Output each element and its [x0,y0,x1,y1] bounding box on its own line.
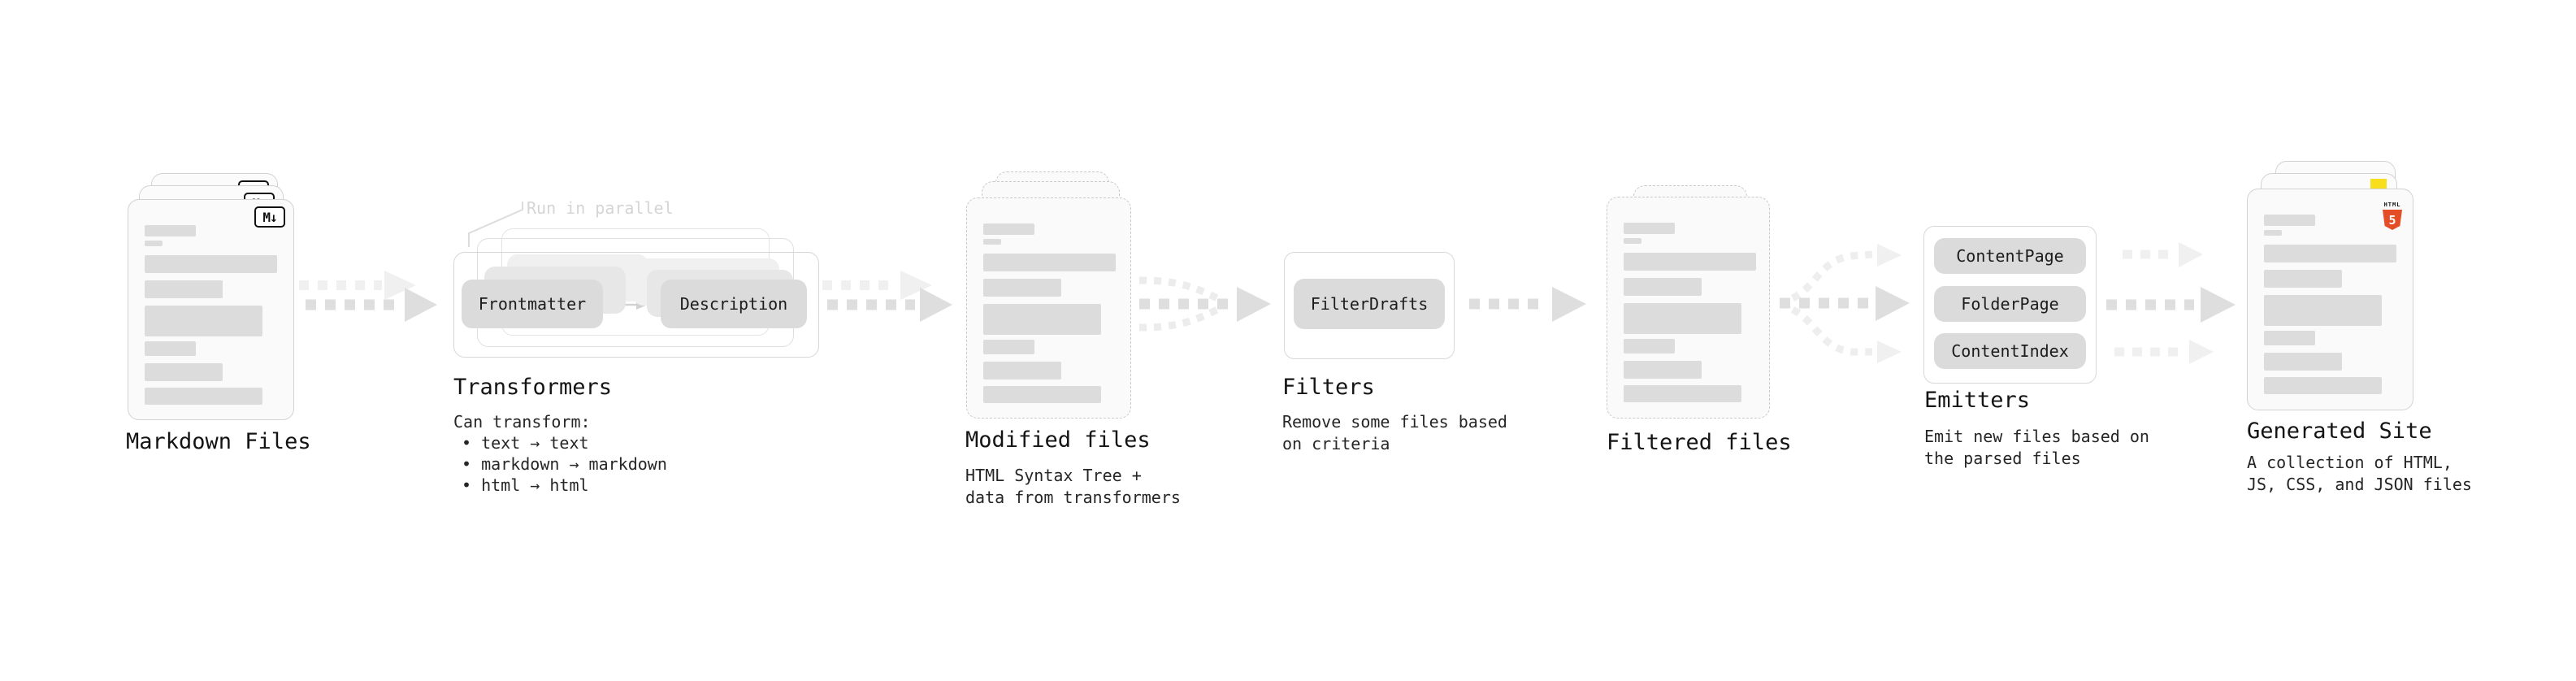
modified-file-front [966,197,1131,419]
doc-content-bars [128,200,293,405]
javascript-icon [2370,179,2387,190]
transformers-caption-intro: Can transform: [453,412,591,432]
arrow-markdown-to-transformers [299,271,437,322]
filters-caption: Remove some files based on criteria [1282,412,1507,453]
emitter-folder-page-box: FolderPage [1934,286,2086,322]
transformer-frontmatter-box: Frontmatter [462,280,603,328]
transformers-bullet: • text → text [462,433,589,453]
transformer-description-box: Description [661,280,807,328]
emitters-label: Emitters [1924,388,2031,413]
modified-files-label: Modified files [965,427,1151,453]
doc-content-bars [2248,189,2413,394]
filters-label: Filters [1282,375,1375,400]
transformers-bullet: • markdown → markdown [462,454,667,474]
run-in-parallel-leader-line [468,202,523,247]
transformers-bullet: • html → html [462,475,589,495]
arrow-emitters-to-generated [2106,242,2236,364]
filtered-files-label: Filtered files [1607,430,1792,455]
transformers-caption: Can transform: • text → text • markdown … [453,411,667,496]
markdown-icon: M↓ [254,206,285,228]
arrow-filters-to-filtered [1469,287,1586,322]
arrow-filtered-to-emitters-diverging [1780,244,1910,363]
filtered-file-front [1607,197,1770,419]
generated-file-html: HTML 5 [2247,189,2413,410]
markdown-file-front: M↓ [128,199,294,420]
generated-site-label: Generated Site [2247,419,2432,444]
html5-icon: HTML 5 [2382,194,2403,230]
filter-drafts-box: FilterDrafts [1294,279,1445,329]
emitter-content-index-box: ContentIndex [1934,333,2086,369]
html5-icon-shield: 5 [2383,210,2402,230]
transformer-frame-front [453,252,819,358]
arrow-modified-to-filters-converging [1138,276,1271,332]
html5-icon-word: HTML [2383,202,2401,208]
emitters-caption: Emit new files based on the parsed files [1924,427,2149,468]
generated-site-caption: A collection of HTML, JS, CSS, and JSON … [2247,453,2472,494]
arrow-transformers-to-modified [822,271,952,322]
run-in-parallel-annotation: Run in parallel [527,198,674,218]
emitter-content-page-box: ContentPage [1934,238,2086,274]
doc-content-bars [1607,197,1769,402]
modified-files-caption: HTML Syntax Tree + data from transformer… [965,466,1181,507]
markdown-files-label: Markdown Files [126,429,311,454]
transformers-label: Transformers [453,375,613,400]
doc-content-bars [967,198,1130,403]
